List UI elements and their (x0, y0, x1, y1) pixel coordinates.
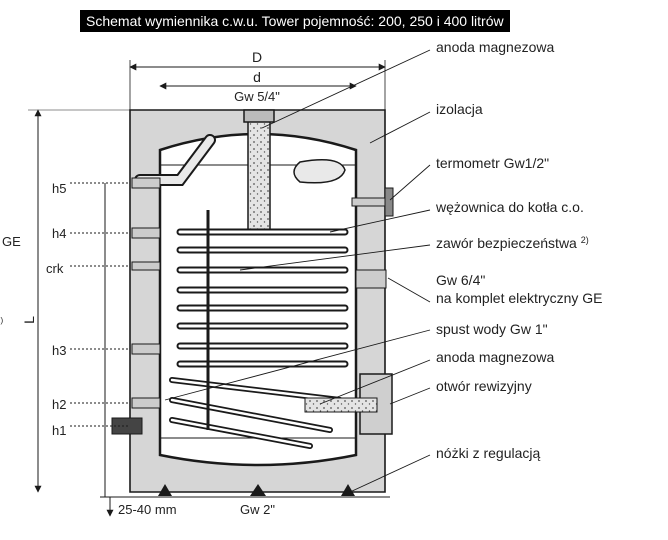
foot-left (158, 484, 172, 496)
top-connection-fitting (243, 109, 275, 123)
dim-h3-label: h3 (52, 343, 66, 358)
fitting-crk (131, 261, 161, 271)
callout-safety-valve-note: 2) (581, 235, 589, 245)
callout-coil: wężownica do kotła c.o. (435, 199, 584, 215)
dim-h5-label: h5 (52, 181, 66, 196)
dim-D-label: D (252, 49, 262, 65)
height-dim-lines (70, 182, 130, 497)
thermometer-flange (384, 187, 394, 217)
dim-h1-label: h1 (52, 423, 66, 438)
fitting-h3 (131, 343, 161, 355)
callout-drain: spust wody Gw 1" (436, 321, 548, 337)
top-anode (247, 119, 271, 233)
callout-insulation: izolacja (436, 101, 483, 117)
dim-L-label: L (21, 316, 37, 324)
callout-anode-bottom: anoda magnezowa (436, 349, 555, 365)
dim-h2-label: h2 (52, 397, 66, 412)
diagram-title: Schemat wymiennika c.w.u. Tower pojemnoś… (80, 10, 510, 32)
fitting-h4 (131, 227, 161, 239)
callout-thermometer: termometr Gw1/2" (436, 155, 549, 171)
callout-heater-line2: na komplet elektryczny GE (436, 290, 603, 306)
heater-port (355, 269, 387, 289)
fitting-h2 (131, 397, 161, 409)
foot-right (341, 484, 355, 496)
callout-safety-valve: zawór bezpieczeństwa 2) (436, 235, 589, 251)
lower-anode (304, 397, 378, 413)
heating-coil-highlight (178, 230, 347, 366)
callout-anode-top: anoda magnezowa (436, 39, 555, 55)
callout-heater-line1: Gw 6/4" (436, 272, 485, 288)
lower-coil-highlight (170, 378, 342, 448)
dim-crk-label: crk (46, 261, 64, 276)
callout-leaders (164, 49, 431, 493)
upper-sensor-pocket (293, 159, 346, 184)
callout-inspection: otwór rewizyjny (436, 378, 532, 394)
foot-middle (250, 484, 266, 496)
callout-feet: nóżki z regulacją (436, 445, 540, 461)
dim-h4-label: h4 (52, 226, 66, 241)
fitting-h5 (131, 177, 161, 189)
thermometer-fitting (351, 197, 389, 207)
bottom-connection-label: Gw 2" (240, 502, 275, 517)
top-connection-label: Gw 5/4" (234, 89, 280, 104)
clipped-ge-label: GE (2, 234, 21, 249)
clipped-note-label: 2) (0, 316, 3, 325)
feet-range-label: 25-40 mm (118, 502, 177, 517)
dim-d-label: d (253, 69, 261, 85)
